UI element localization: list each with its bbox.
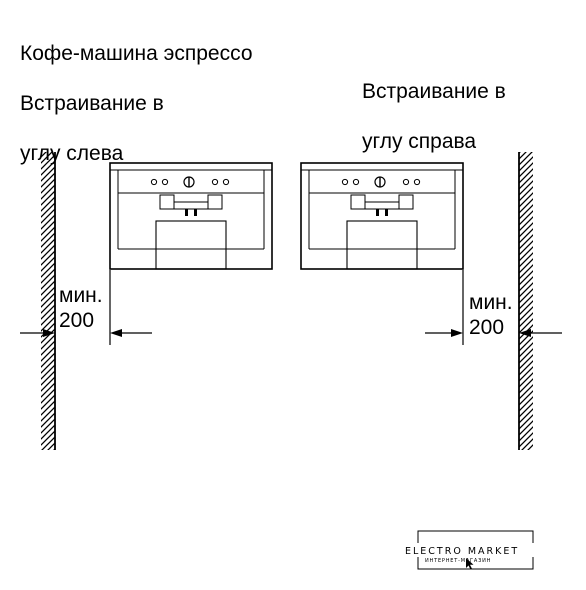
left-title-line-2: Встраивание в xyxy=(20,92,164,115)
left-coffee-machine xyxy=(109,162,273,270)
logo-tagline: ИНТЕРНЕТ-МАГАЗИН xyxy=(425,558,491,564)
right-wall-hatch xyxy=(519,152,533,450)
left-min-label: мин. xyxy=(59,284,103,307)
right-min-label: мин. xyxy=(469,291,513,314)
right-title-line-2: углу справа xyxy=(362,130,477,153)
left-clearance-dimension: мин. 200 xyxy=(20,270,152,345)
left-title-line-1: Кофе-машина эспрессо xyxy=(20,42,253,65)
cursor-icon xyxy=(466,558,474,570)
electro-market-logo: ELECTRO MARKET ИНТЕРНЕТ-МАГАЗИН xyxy=(405,530,534,570)
logo-name: ELECTRO MARKET xyxy=(405,546,519,557)
right-min-value: 200 xyxy=(469,316,504,339)
right-title: Встраивание в углу справа xyxy=(362,54,506,179)
right-title-line-1: Встраивание в xyxy=(362,80,506,103)
left-title: Кофе-машина эспрессо Встраивание в углу … xyxy=(20,16,253,191)
left-min-value: 200 xyxy=(59,309,94,332)
right-clearance-dimension: мин. 200 xyxy=(425,270,562,345)
right-coffee-machine xyxy=(300,162,464,270)
left-wall-hatch xyxy=(41,152,55,450)
